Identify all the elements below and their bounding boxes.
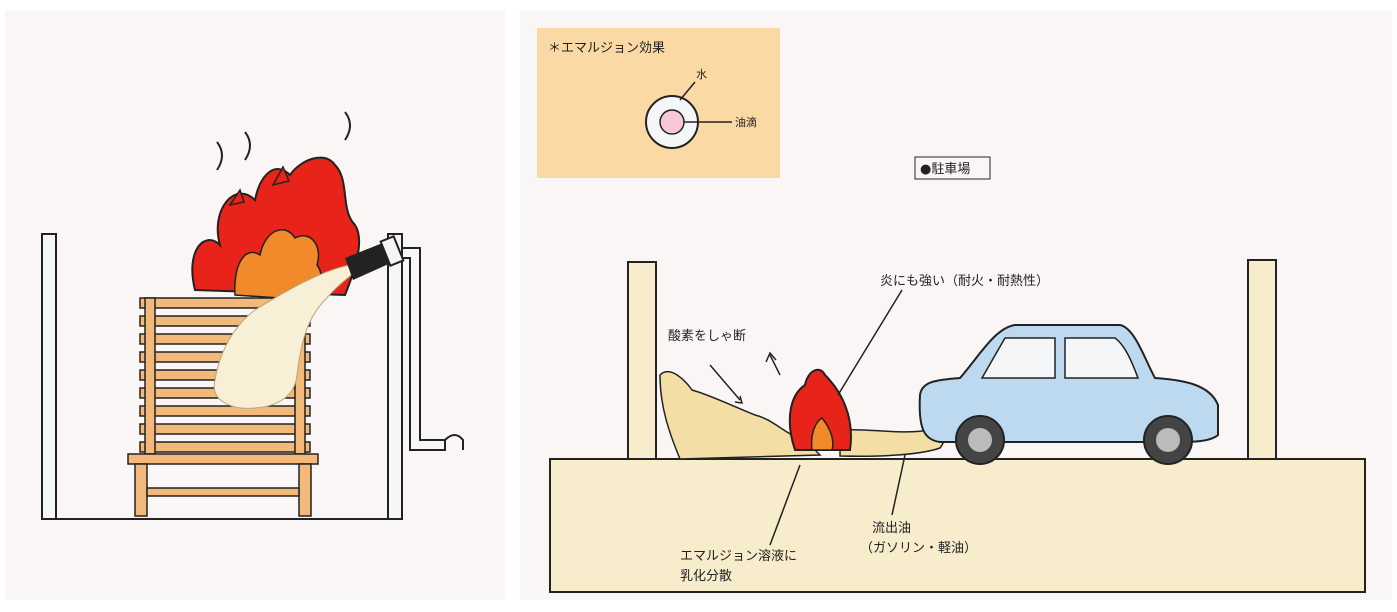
water-label: 水 (696, 68, 707, 81)
spill-label-1: 流出油 (872, 521, 911, 536)
oil-droplet (659, 109, 685, 135)
left-pillar (627, 261, 657, 460)
spill-label-2: （ガソリン・軽油） (860, 541, 977, 556)
right-scene-panel: ＊エマルジョン効果 水 油滴 ●駐車場 (520, 10, 1392, 600)
emulsify-label-1: エマルジョン溶液に (680, 549, 797, 564)
oxygen-cutoff-label: 酸素をしゃ断 (668, 329, 746, 344)
inset-title: ＊エマルジョン効果 (548, 41, 665, 56)
left-scene-panel (5, 10, 505, 600)
emulsion-effect-inset: ＊エマルジョン効果 水 油滴 (537, 28, 780, 178)
hose-nozzle (345, 235, 405, 280)
parking-spill-illustration: ＊エマルジョン効果 水 油滴 ●駐車場 (537, 28, 1366, 593)
left-wall (41, 233, 57, 520)
right-wall (387, 233, 403, 520)
fire-resistance-label: 炎にも強い（耐火・耐熱性） (880, 274, 1049, 289)
car (918, 324, 1219, 465)
location-label: ●駐車場 (920, 162, 970, 177)
right-pillar (1247, 259, 1277, 460)
oil-droplet-label: 油滴 (735, 115, 757, 129)
spill-flame (788, 368, 852, 451)
foam-spray (213, 264, 356, 409)
oxygen-arrow-right (769, 354, 781, 376)
bench (127, 453, 319, 517)
oxygen-arrow-left (709, 364, 741, 401)
emulsion-foam (659, 370, 822, 460)
ground-slab (549, 458, 1366, 593)
flame (191, 111, 361, 301)
emulsify-label-2: 乳化分散 (680, 569, 732, 584)
hose-pipe (401, 247, 446, 451)
pallet-fire-illustration (41, 111, 464, 520)
